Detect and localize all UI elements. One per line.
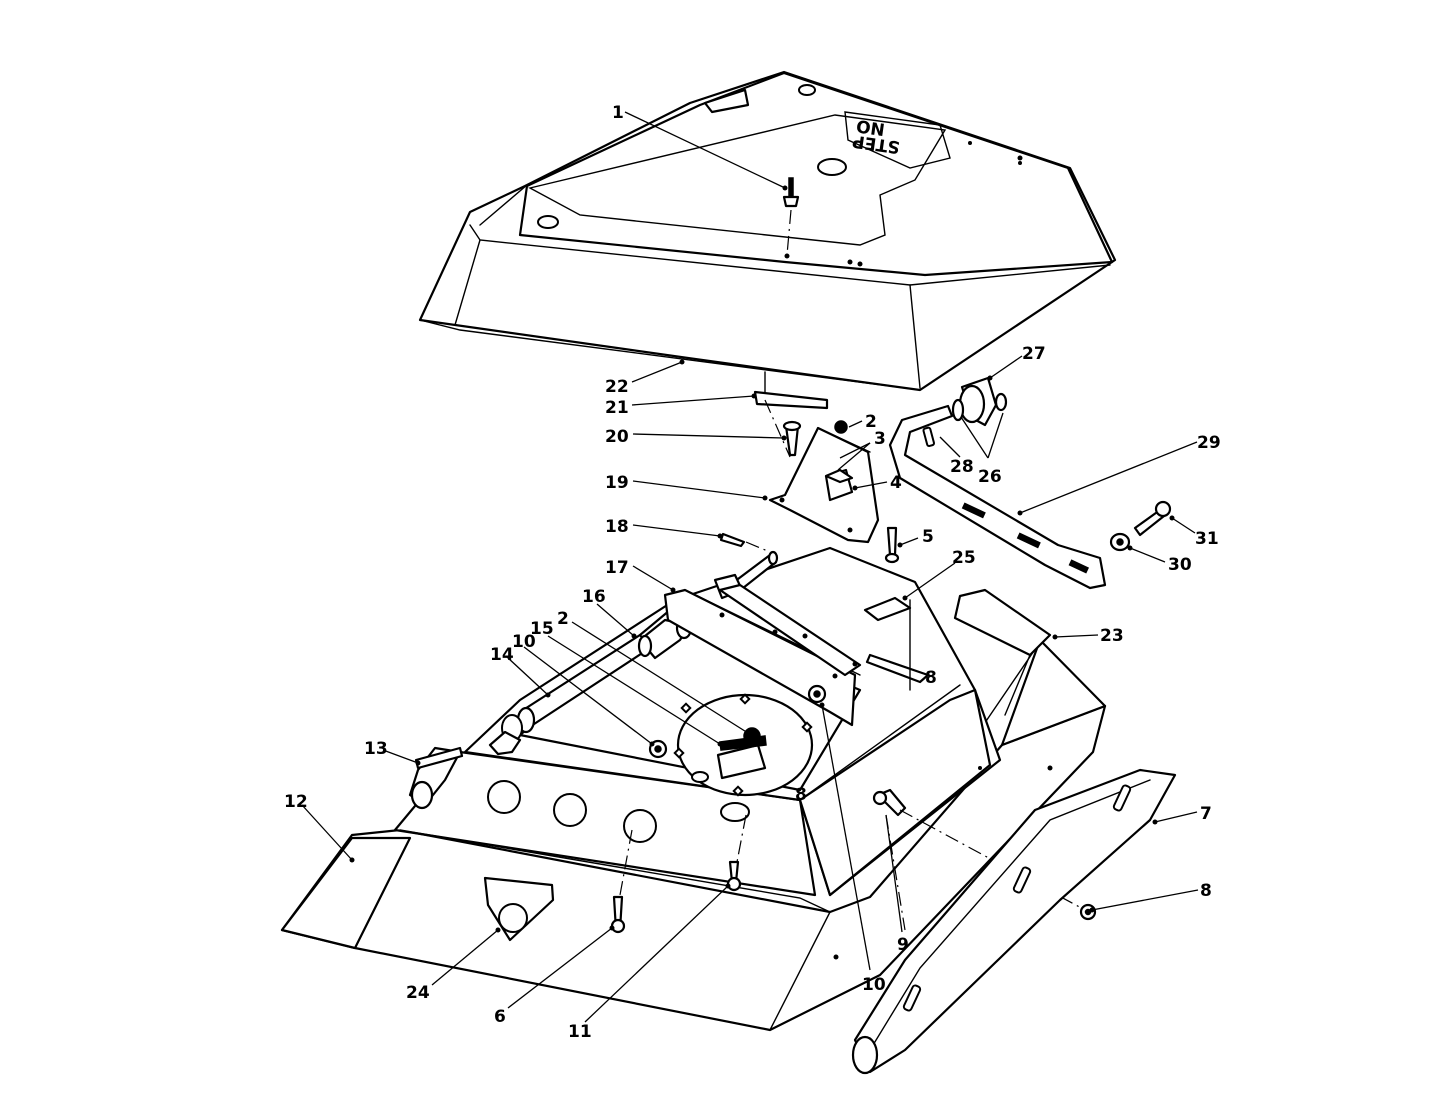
handle-grip-part xyxy=(951,376,1008,427)
callout-19: 19 xyxy=(605,473,629,493)
callout-8: 8 xyxy=(1200,881,1212,901)
callout-leaders xyxy=(301,111,1199,1023)
push-pin-part xyxy=(782,177,800,208)
trim-strip-part xyxy=(753,371,829,410)
callout-9: 9 xyxy=(897,935,909,955)
no-step-stencil-line1: NO xyxy=(855,115,886,139)
cap-screw-part xyxy=(884,526,900,564)
tow-handle-part xyxy=(888,404,1107,590)
callout-2-upper: 2 xyxy=(865,412,877,432)
callout-5: 5 xyxy=(922,527,934,547)
callout-15: 15 xyxy=(530,619,554,639)
callout-14: 14 xyxy=(490,645,514,665)
carriage-bolt-part xyxy=(782,420,802,457)
callout-21: 21 xyxy=(605,398,629,418)
callout-3: 3 xyxy=(874,429,886,449)
callout-26: 26 xyxy=(978,467,1002,487)
locknut-2-part xyxy=(834,420,848,434)
handle-bolt-part xyxy=(1133,500,1172,537)
hood-part: NO STEP xyxy=(418,70,1117,392)
callout-31: 31 xyxy=(1195,529,1219,549)
callout-6: 6 xyxy=(494,1007,506,1027)
callout-12: 12 xyxy=(284,792,308,812)
callout-10-bottom: 10 xyxy=(862,975,886,995)
callout-4: 4 xyxy=(890,473,902,493)
callout-18: 18 xyxy=(605,517,629,537)
hinge-bracket-part xyxy=(768,426,880,544)
shaft-assembly-part xyxy=(501,550,930,759)
front-bumper-fittings-part xyxy=(408,730,522,810)
callout-13: 13 xyxy=(364,739,388,759)
callout-22: 22 xyxy=(605,377,629,397)
callout-11: 11 xyxy=(568,1022,592,1042)
callout-27: 27 xyxy=(1022,344,1046,364)
callout-16: 16 xyxy=(582,587,606,607)
rear-cover-part xyxy=(953,588,1052,716)
callout-17: 17 xyxy=(605,558,629,578)
callout-20: 20 xyxy=(605,427,629,447)
callout-1: 1 xyxy=(612,103,624,123)
washer-30-part xyxy=(1109,532,1131,552)
svg-text:8: 8 xyxy=(925,668,937,688)
callout-7: 7 xyxy=(1200,804,1212,824)
callout-2-lower: 2 xyxy=(557,609,569,629)
callout-10-left: 10 xyxy=(512,632,536,652)
callout-28: 28 xyxy=(950,457,974,477)
callout-23: 23 xyxy=(1100,626,1124,646)
callout-24: 24 xyxy=(406,983,430,1003)
callout-25: 25 xyxy=(952,548,976,568)
callout-30: 30 xyxy=(1168,555,1192,575)
side-runner-part xyxy=(851,768,1177,1075)
bolt-9-part xyxy=(872,788,907,817)
callout-labels: 1 22 21 20 19 18 17 16 15 2 10 14 13 12 … xyxy=(284,103,1221,1042)
callout-29: 29 xyxy=(1197,433,1221,453)
chassis-base-part: 8 8 xyxy=(280,546,1107,1032)
svg-text:8: 8 xyxy=(795,785,807,805)
